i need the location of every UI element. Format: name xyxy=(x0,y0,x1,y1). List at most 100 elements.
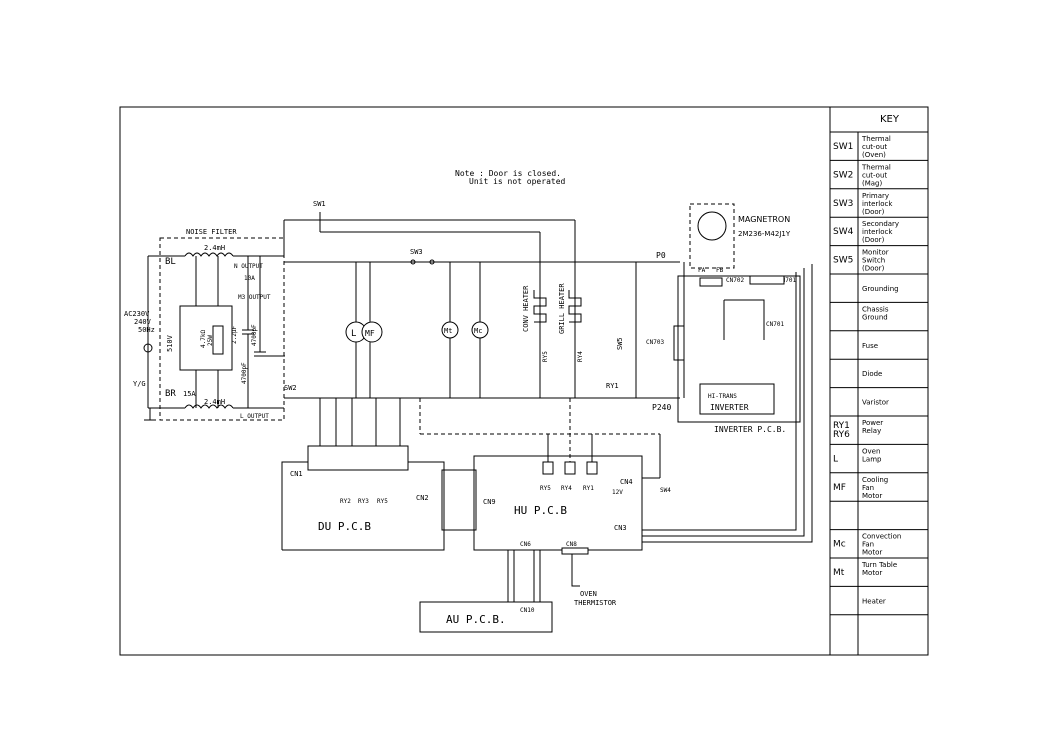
note-line-1: Note : Door is closed. xyxy=(455,169,561,178)
key-description: interlock xyxy=(862,228,893,236)
cn701b-label: CN701 xyxy=(766,321,784,328)
key-description: Secondary xyxy=(862,220,899,228)
n-output-label: N OUTPUT xyxy=(234,263,263,270)
p240-label: P240 xyxy=(652,403,671,412)
key-description: Power xyxy=(862,419,883,427)
key-description: Primary xyxy=(862,192,889,200)
key-description: Oven xyxy=(862,447,880,455)
fa-label: FA xyxy=(698,267,706,274)
key-description: Thermal xyxy=(861,163,891,171)
ry2-label: RY2 xyxy=(340,498,351,505)
m3-output-label: M3 OUTPUT xyxy=(238,294,271,301)
key-description: Motor xyxy=(862,492,882,500)
key-title: KEY xyxy=(880,114,900,125)
key-symbol: MF xyxy=(833,483,846,493)
earth-label: Y/G xyxy=(133,380,146,388)
inverter-pcb-board xyxy=(677,275,801,423)
key-symbol: SW5 xyxy=(833,256,853,266)
key-symbol: RY1 xyxy=(833,421,850,431)
key-description: (Door) xyxy=(862,265,885,273)
convection-motor-icon xyxy=(471,321,489,339)
du-pcb-label: DU P.C.B xyxy=(318,520,371,533)
varistor-label: 510V xyxy=(166,334,174,352)
key-description: Switch xyxy=(862,257,885,265)
cn1-label: CN1 xyxy=(290,470,303,478)
diagram-frame xyxy=(119,106,929,656)
sw2-label: SW2 xyxy=(284,384,297,392)
ry1-relay-label: RY1 xyxy=(606,382,619,390)
key-description: interlock xyxy=(862,200,893,208)
key-description: Lamp xyxy=(862,455,882,463)
thermistor-label-1: OVEN xyxy=(580,590,597,598)
ac-input-label: AC230V xyxy=(124,310,150,318)
cn701-label: CN701 xyxy=(778,277,796,284)
key-symbol: SW1 xyxy=(833,142,853,152)
resistor-label: 4.7kΩ xyxy=(200,330,207,348)
key-description: Convection xyxy=(862,533,901,541)
fuse-15a: 15A xyxy=(183,390,196,398)
p0-label: P0 xyxy=(656,251,666,260)
key-symbol: RY6 xyxy=(833,430,850,440)
resistor-watt-label: 25W xyxy=(207,335,214,346)
key-description: Cooling xyxy=(862,476,888,484)
cn6-label: CN6 xyxy=(520,541,531,548)
key-description: Monitor xyxy=(862,249,889,257)
capacitor-4700p-label: 4700pF xyxy=(251,324,258,346)
ry5-relay-label: RY5 xyxy=(542,351,549,362)
inverter-pcb-label: INVERTER P.C.B. xyxy=(714,425,786,434)
key-description: Motor xyxy=(862,549,882,557)
key-description: Chassis xyxy=(862,305,889,313)
key-symbol: SW2 xyxy=(833,170,853,180)
key-description: Fuse xyxy=(862,342,878,350)
magnetron-model-label: 2M236-M42J1Y xyxy=(738,230,791,238)
svg-text:Mt: Mt xyxy=(444,327,452,335)
capacitor-4700p-b-label: 4700pF xyxy=(241,362,248,384)
key-description: Heater xyxy=(862,597,886,605)
key-legend: KEY SW1Thermalcut-out(Oven)SW2Thermalcut… xyxy=(829,107,928,655)
ry5-du-label: RY5 xyxy=(377,498,388,505)
key-description: Diode xyxy=(862,370,882,378)
conv-heater-label: CONV HEATER xyxy=(522,285,530,332)
key-symbol: SW3 xyxy=(833,199,853,209)
cn9-label: CN9 xyxy=(483,498,496,506)
key-description: (Door) xyxy=(862,236,885,244)
hu-pcb-label: HU P.C.B xyxy=(514,504,567,517)
svg-text:Mc: Mc xyxy=(474,327,482,335)
au-pcb-board xyxy=(419,601,553,633)
note-line-2: Unit is not operated xyxy=(469,177,566,186)
key-description: Fan xyxy=(862,484,874,492)
grill-heater-label: GRILL HEATER xyxy=(558,283,566,334)
capacitor-2u2-label: 2.2μF xyxy=(231,326,238,344)
key-symbol: SW4 xyxy=(833,227,854,237)
key-description: (Oven) xyxy=(862,151,886,159)
turntable-motor-icon xyxy=(441,321,459,339)
ry4-relay-label: RY4 xyxy=(577,351,584,362)
key-description: Grounding xyxy=(862,285,899,293)
ac-voltage-label: 240V xyxy=(134,318,152,326)
l-output-label: L OUTPUT xyxy=(240,413,269,420)
cn703-label: CN703 xyxy=(646,339,664,346)
cn702-label: CN702 xyxy=(726,277,744,284)
key-description: (Door) xyxy=(862,208,885,216)
fb-label: FB xyxy=(716,267,724,274)
sw4-label: SW4 xyxy=(660,487,671,494)
ac-frequency-label: 50Hz xyxy=(138,326,155,334)
sw5-label: SW5 xyxy=(616,337,624,350)
cn8-label: CN8 xyxy=(566,541,577,548)
key-description: Motor xyxy=(862,569,882,577)
key-description: Fan xyxy=(862,541,874,549)
key-description: Relay xyxy=(862,427,881,435)
ry4-hu-label: RY4 xyxy=(561,485,572,492)
ac-plug-icon xyxy=(143,343,153,353)
inductor-bottom-label: 2.4mH xyxy=(204,398,225,406)
key-description: Turn Table xyxy=(861,561,897,569)
fuse-10a: 10A xyxy=(244,275,255,282)
hv-transformer-label: HI-TRANS xyxy=(708,393,737,400)
au-pcb-label: AU P.C.B. xyxy=(446,613,506,626)
conv-heater-icon xyxy=(533,290,547,323)
sw1-label: SW1 xyxy=(313,200,326,208)
cooling-fan-icon xyxy=(361,321,383,343)
key-description: cut-out xyxy=(862,171,887,179)
inverter-label: INVERTER xyxy=(710,403,749,412)
